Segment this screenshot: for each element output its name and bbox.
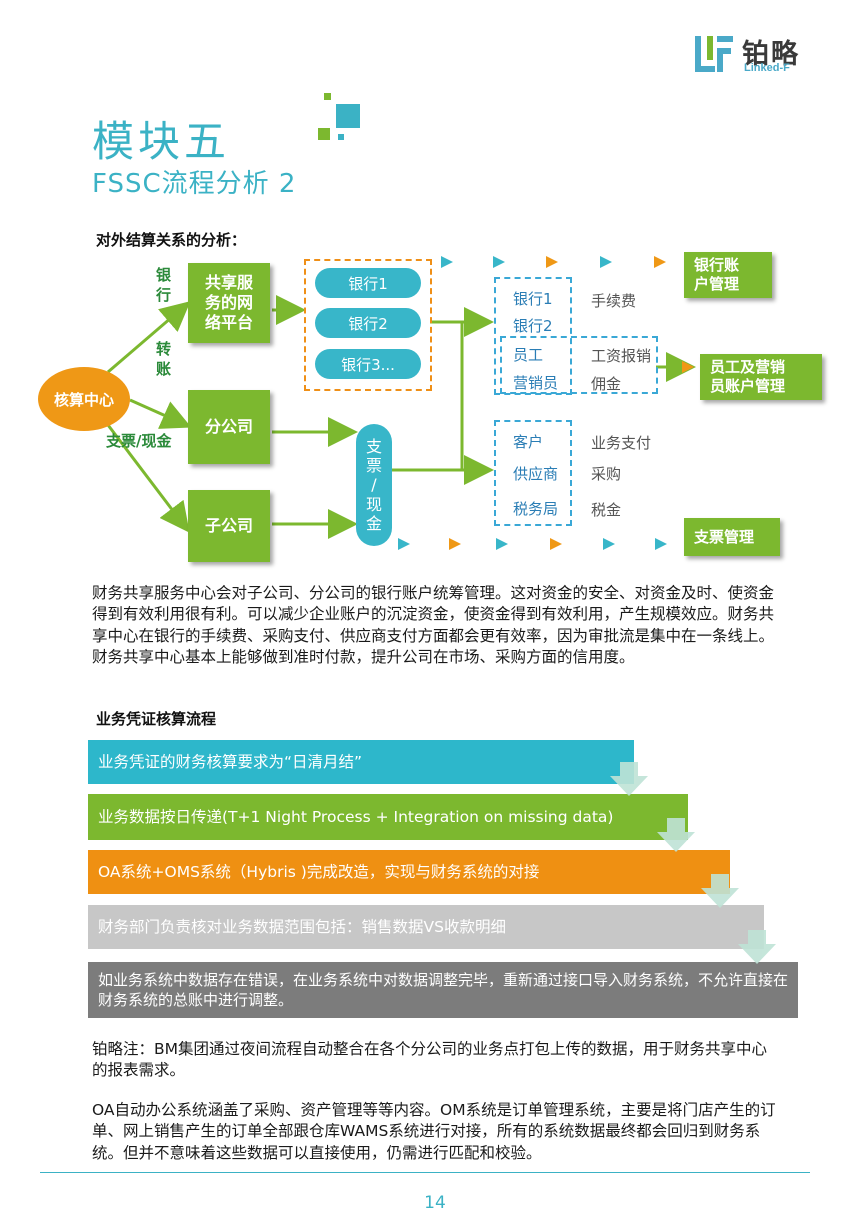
result-bank-account-mgmt: 银行账 户管理 (684, 252, 772, 298)
note-tax: 税金 (591, 501, 622, 519)
cash-pill-char: 支 (365, 437, 382, 457)
entity-bank-1: 银行1 (513, 290, 553, 308)
paragraph-settlement: 财务共享服务中心会对子公司、分公司的银行账户统筹管理。这对资金的安全、对资金及时… (92, 584, 775, 667)
process-step-5: 如业务系统中数据存在错误，在业务系统中对数据调整完毕，重新通过接口导入财务系统，… (88, 962, 798, 1018)
decor-square (318, 128, 330, 140)
logo-en-text: Linked-F (744, 62, 790, 74)
process-step-2: 业务数据按日传递(T+1 Night Process + Integration… (88, 794, 688, 840)
process-step-1: 业务凭证的财务核算要求为“日清月结” (88, 740, 634, 784)
bank-pill-1: 银行1 (315, 268, 421, 298)
cash-pill-char: 现 (365, 494, 382, 514)
paragraph-note-bm: 铂略注：BM集团通过夜间流程自动整合在各个分公司的业务点打包上传的数据，用于财务… (92, 1040, 768, 1080)
section-heading-voucher-process: 业务凭证核算流程 (96, 710, 217, 728)
process-step-3: OA系统+OMS系统（Hybris )完成改造，实现与财务系统的对接 (88, 850, 730, 894)
decor-square (324, 93, 331, 100)
bank-group-box (304, 259, 432, 391)
shared-service-platform-node: 共享服 务的网 络平台 (188, 263, 270, 343)
edge-label-cheque-cash: 支票/现金 (106, 432, 172, 450)
section-heading-settlement: 对外结算关系的分析： (96, 231, 247, 249)
note-purchase: 采购 (591, 465, 622, 483)
decor-square (338, 134, 344, 140)
entity-group-staff-box (500, 336, 658, 394)
cash-pill-char: 金 (365, 513, 382, 533)
bank-pill-2: 银行2 (315, 308, 421, 338)
diagram-connectors (106, 256, 696, 550)
entity-tax-bureau: 税务局 (513, 500, 559, 518)
page-title: 模块五 (92, 117, 231, 166)
page-subtitle: FSSC流程分析 2 (92, 169, 297, 199)
entity-employee: 员工 (513, 346, 544, 364)
edge-label-bank: 银 行 (156, 266, 172, 304)
process-flow-arrows (610, 762, 776, 964)
note-commission: 佣金 (591, 375, 622, 393)
cheque-cash-node: 支 票 / 现 金 (356, 424, 392, 546)
note-fee: 手续费 (591, 292, 637, 310)
entity-salesperson: 营销员 (513, 374, 559, 392)
subsidiary-node: 子公司 (188, 490, 270, 562)
note-business-payment: 业务支付 (591, 434, 652, 452)
edge-label-transfer: 转 账 (156, 340, 172, 378)
linked-f-logo-icon (695, 36, 733, 72)
logo-cn-text: 铂略 (742, 39, 800, 70)
process-step-4: 财务部门负责核对业务数据范围包括：销售数据VS收款明细 (88, 905, 764, 949)
result-cheque-mgmt: 支票管理 (684, 518, 780, 556)
result-staff-account-mgmt: 员工及营销 员账户管理 (700, 354, 822, 400)
branch-company-node: 分公司 (188, 390, 270, 464)
bank-pill-3: 银行3... (315, 349, 421, 379)
cash-pill-char: / (371, 475, 377, 495)
note-salary: 工资报销 (591, 347, 652, 365)
entity-group-external-box (494, 420, 572, 526)
entity-bank-2: 银行2 (513, 317, 553, 335)
entity-customer: 客户 (513, 433, 544, 451)
paragraph-note-oa: OA自动办公系统涵盖了采购、资产管理等等内容。OM系统是订单管理系统，主要是将门… (92, 1101, 776, 1162)
footer-divider (40, 1172, 810, 1173)
accounting-center-node: 核算中心 (38, 367, 130, 431)
decor-square (336, 104, 360, 128)
cash-pill-char: 票 (365, 456, 382, 476)
page-number: 14 (424, 1193, 446, 1213)
entity-supplier: 供应商 (513, 465, 559, 483)
